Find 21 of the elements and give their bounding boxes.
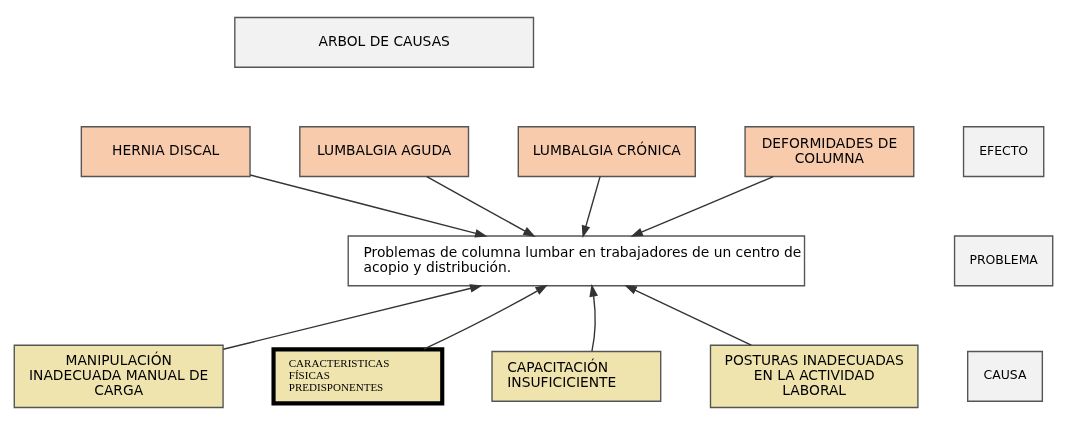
node-box: HERNIA DISCAL	[80, 126, 251, 178]
arrow	[222, 284, 483, 350]
node-box: DEFORMIDADES DE COLUMNA	[744, 126, 915, 178]
arrow	[581, 176, 601, 238]
arrow	[589, 284, 598, 352]
node-box: Problemas de columna lumbar en trabajadores de un centro de acopio y distribución.	[347, 235, 806, 287]
node-box: PROBLEMA	[953, 235, 1054, 287]
arrow	[249, 174, 488, 238]
node-box: MANIPULACIÓN INADECUADA MANUAL DE CARGA	[13, 344, 224, 409]
arrow	[426, 176, 536, 237]
node-box: LUMBALGIA AGUDA	[299, 126, 470, 178]
arrow	[423, 284, 548, 350]
arrow	[624, 285, 752, 346]
node-box: EFECTO	[962, 126, 1045, 178]
node-box: CAPACITACIÓN INSUFICICIENTE	[491, 350, 662, 402]
node-box: POSTURAS INADECUADAS EN LA ACTIVIDAD LABORAL	[709, 344, 919, 409]
node-box: CARACTERISTICAS FÍSICAS PREDISPONENTES	[271, 347, 445, 406]
node-box: CAUSA	[967, 350, 1044, 402]
node-box: ARBOL DE CAUSAS	[234, 16, 535, 68]
arrow	[630, 176, 774, 237]
node-box: LUMBALGIA CRÓNICA	[517, 126, 696, 178]
